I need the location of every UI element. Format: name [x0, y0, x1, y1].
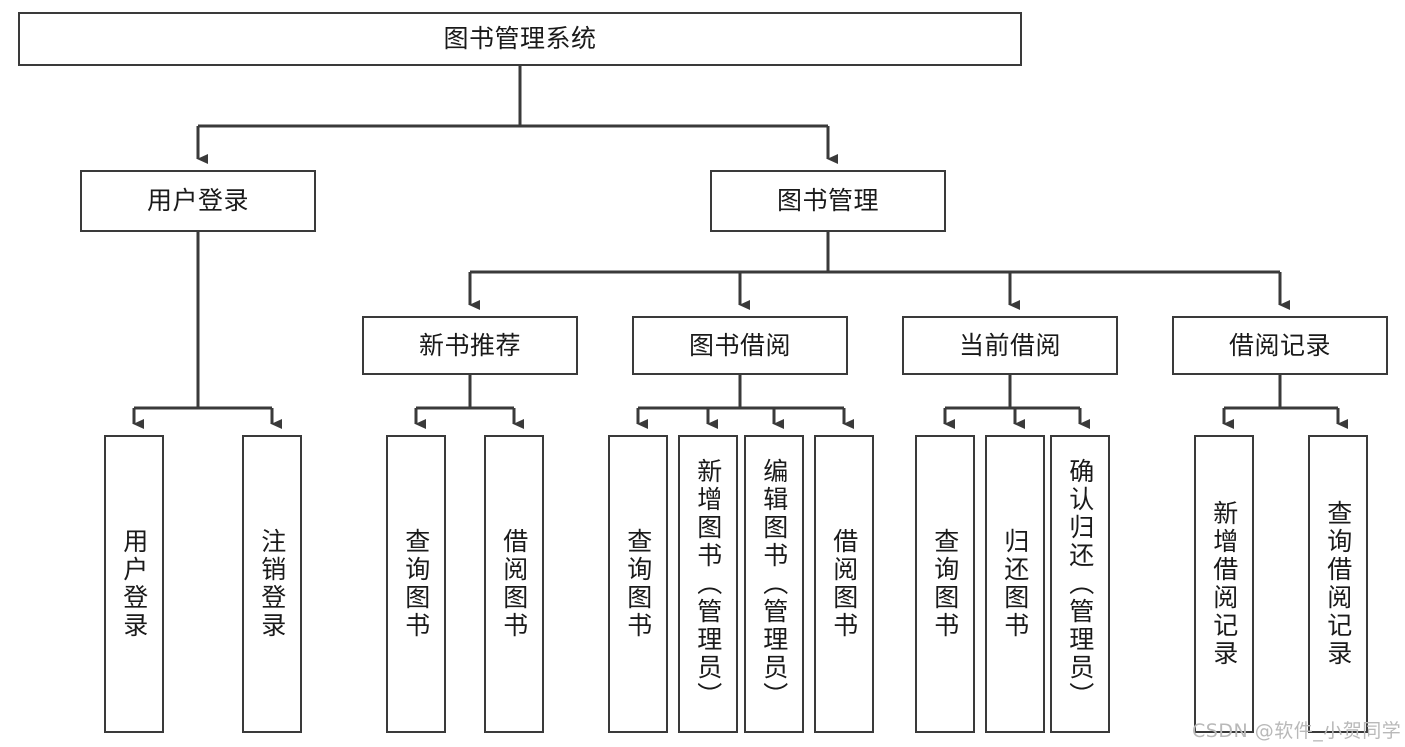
node-borrow-record[interactable]: 借阅记录	[1172, 316, 1388, 375]
leaf-query-book-current[interactable]: 查询图书	[915, 435, 975, 733]
csdn-watermark: CSDN @软件_小贺同学	[1192, 720, 1402, 742]
leaf-query-book-recommend[interactable]: 查询图书	[386, 435, 446, 733]
leaf-add-borrow-record[interactable]: 新增借阅记录	[1194, 435, 1254, 733]
node-current-borrow[interactable]: 当前借阅	[902, 316, 1118, 375]
leaf-query-book-borrow[interactable]: 查询图书	[608, 435, 668, 733]
leaf-confirm-return[interactable]: 确认归还（管理员）	[1050, 435, 1110, 733]
leaf-borrow-book-recommend[interactable]: 借阅图书	[484, 435, 544, 733]
leaf-query-borrow-record[interactable]: 查询借阅记录	[1308, 435, 1368, 733]
node-user-login[interactable]: 用户登录	[80, 170, 316, 232]
leaf-edit-book[interactable]: 编辑图书（管理员）	[744, 435, 804, 733]
leaf-user-login[interactable]: 用户登录	[104, 435, 164, 733]
node-new-book-recommend[interactable]: 新书推荐	[362, 316, 578, 375]
leaf-borrow-book[interactable]: 借阅图书	[814, 435, 874, 733]
node-root[interactable]: 图书管理系统	[18, 12, 1022, 66]
leaf-return-book[interactable]: 归还图书	[985, 435, 1045, 733]
node-book-manage[interactable]: 图书管理	[710, 170, 946, 232]
leaf-add-book[interactable]: 新增图书（管理员）	[678, 435, 738, 733]
leaf-user-logout[interactable]: 注销登录	[242, 435, 302, 733]
node-book-borrow[interactable]: 图书借阅	[632, 316, 848, 375]
